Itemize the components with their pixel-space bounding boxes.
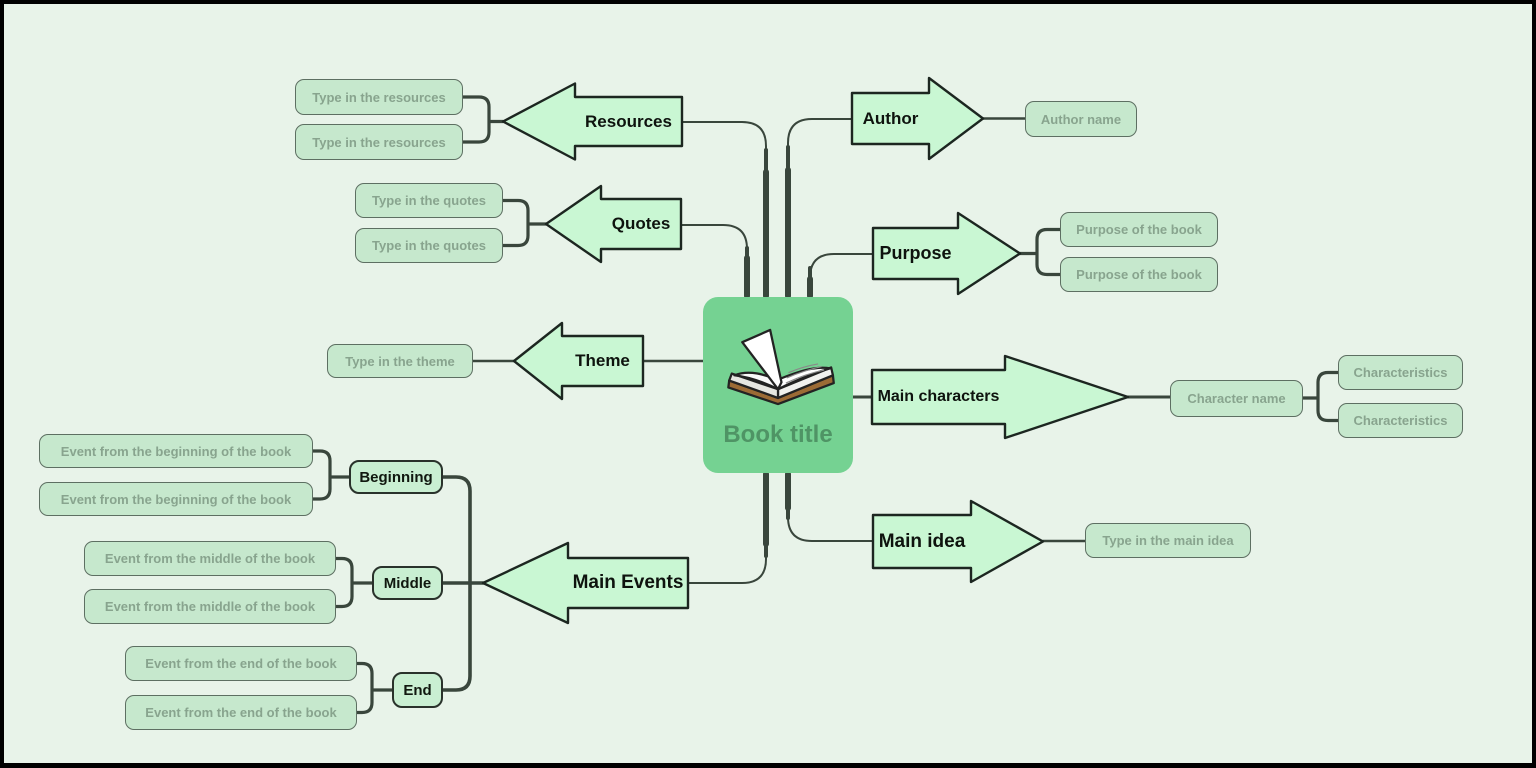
leaf-event-middle-2[interactable]: Event from the middle of the book xyxy=(84,589,336,624)
branch-main-idea-label[interactable]: Main idea xyxy=(878,530,966,552)
bracket-quotes xyxy=(501,198,548,248)
leaf-quote-2[interactable]: Type in the quotes xyxy=(355,228,503,263)
branch-purpose-arrow[interactable] xyxy=(871,211,1022,296)
branch-main-characters-label[interactable]: Main characters xyxy=(877,388,1000,405)
leaf-event-middle-1[interactable]: Event from the middle of the book xyxy=(84,541,336,576)
leaf-characteristics-1[interactable]: Characteristics xyxy=(1338,355,1463,390)
bracket-resources xyxy=(461,95,505,144)
branch-resources-arrow[interactable] xyxy=(501,82,684,161)
section-beginning[interactable]: Beginning xyxy=(349,460,443,494)
leaf-main-idea[interactable]: Type in the main idea xyxy=(1085,523,1251,558)
leaf-event-beginning-2[interactable]: Event from the beginning of the book xyxy=(39,482,313,516)
bracket-purpose xyxy=(1018,227,1062,277)
branch-main-idea-arrow[interactable] xyxy=(871,499,1045,584)
bracket-main-events-sections xyxy=(441,475,485,692)
leaf-resource-2[interactable]: Type in the resources xyxy=(295,124,463,160)
trunk-quotes xyxy=(680,224,748,299)
branch-author-label[interactable]: Author xyxy=(862,108,919,128)
leaf-event-end-1[interactable]: Event from the end of the book xyxy=(125,646,357,681)
bracket-middle xyxy=(334,556,374,609)
leaf-event-end-2[interactable]: Event from the end of the book xyxy=(125,695,357,730)
leaf-theme[interactable]: Type in the theme xyxy=(327,344,473,378)
trunk-resources xyxy=(681,121,767,299)
child-connectors xyxy=(311,95,1340,715)
central-topic-label: Book title xyxy=(723,421,833,448)
arrow-topics xyxy=(481,76,1130,625)
section-middle[interactable]: Middle xyxy=(372,566,443,600)
bracket-characteristics xyxy=(1301,370,1340,423)
leaf-purpose-1[interactable]: Purpose of the book xyxy=(1060,212,1218,247)
leaf-purpose-2[interactable]: Purpose of the book xyxy=(1060,257,1218,292)
leaf-characteristics-2[interactable]: Characteristics xyxy=(1338,403,1463,438)
trunk-main-idea xyxy=(787,471,874,542)
leaf-character-name[interactable]: Character name xyxy=(1170,380,1303,417)
branch-main-characters-arrow[interactable] xyxy=(870,354,1130,440)
branch-author-arrow[interactable] xyxy=(850,76,985,161)
leaf-quote-1[interactable]: Type in the quotes xyxy=(355,183,503,218)
branch-theme-label[interactable]: Theme xyxy=(575,351,630,370)
trunk-author xyxy=(787,118,853,299)
branch-quotes-arrow[interactable] xyxy=(544,184,683,264)
branch-resources-label[interactable]: Resources xyxy=(585,111,672,131)
branch-quotes-label[interactable]: Quotes xyxy=(611,214,671,233)
branch-main-events-label[interactable]: Main Events xyxy=(572,572,684,593)
leaf-resource-1[interactable]: Type in the resources xyxy=(295,79,463,115)
section-end[interactable]: End xyxy=(392,672,443,708)
bracket-beginning xyxy=(311,449,351,501)
bracket-end xyxy=(354,661,394,715)
trunk-purpose xyxy=(809,253,874,299)
open-book-icon xyxy=(727,328,835,406)
branch-theme-arrow[interactable] xyxy=(512,321,645,401)
leaf-author-name[interactable]: Author name xyxy=(1025,101,1137,137)
central-topic[interactable]: Book title xyxy=(703,297,853,473)
branch-main-events-arrow[interactable] xyxy=(481,541,690,625)
branch-purpose-label[interactable]: Purpose xyxy=(879,243,952,263)
trunk-connectors xyxy=(641,118,874,584)
trunk-main-events xyxy=(687,471,767,584)
leaf-event-beginning-1[interactable]: Event from the beginning of the book xyxy=(39,434,313,468)
